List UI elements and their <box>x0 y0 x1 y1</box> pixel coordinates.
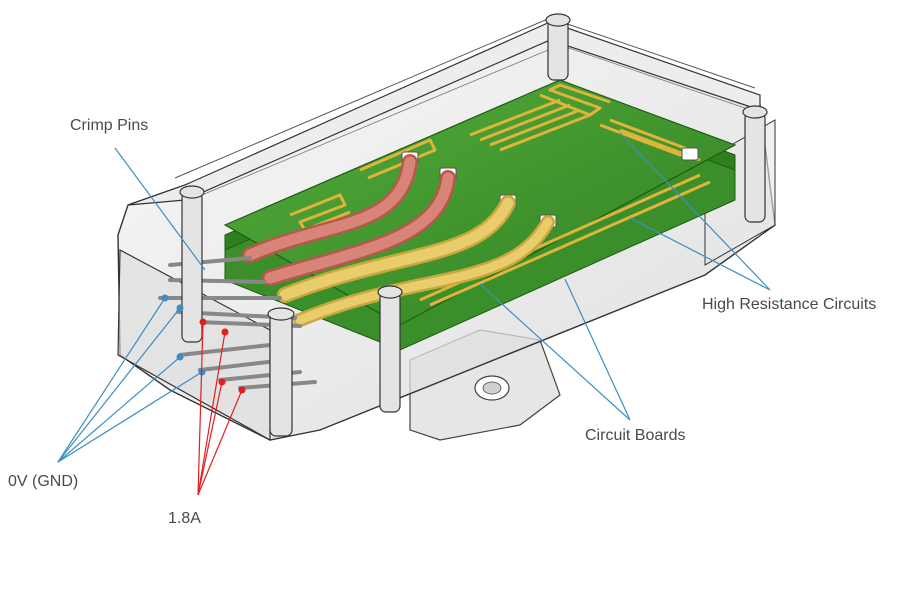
leader-cb-2 <box>564 278 631 421</box>
circuit-board-stack <box>223 79 737 351</box>
label-ground: 0V (GND) <box>8 473 79 490</box>
leader-gnd-1 <box>57 297 166 463</box>
label-current: 1.8A <box>168 510 201 527</box>
leader-amp-1 <box>197 321 204 496</box>
leader-amp-3 <box>197 381 223 496</box>
wires <box>242 154 555 327</box>
housing-posts <box>179 13 768 437</box>
label-circuit-boards: Circuit Boards <box>585 427 686 444</box>
label-crimp-pins: Crimp Pins <box>70 117 149 134</box>
leader-amp-2 <box>197 331 226 496</box>
leader-crimp-pins <box>114 147 206 271</box>
leader-gnd-4 <box>57 371 203 463</box>
leader-cb-1 <box>479 283 631 421</box>
leader-gnd-2 <box>57 307 181 463</box>
leader-amp-4 <box>197 389 243 496</box>
leader-lines <box>57 132 771 496</box>
label-high-resistance-circuits: High Resistance Circuits <box>702 296 877 313</box>
leader-hrc-1 <box>619 132 771 291</box>
leader-gnd-3 <box>57 356 181 463</box>
leader-hrc-2 <box>629 217 771 291</box>
